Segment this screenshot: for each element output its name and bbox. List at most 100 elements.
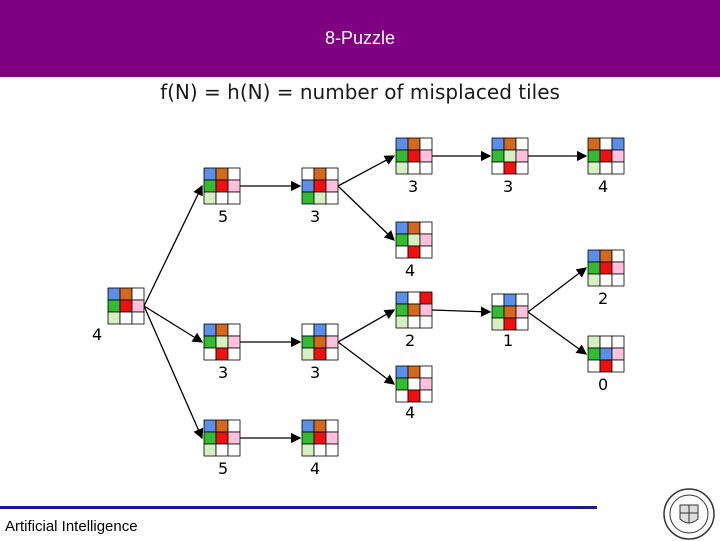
tile-orange bbox=[313, 167, 327, 181]
tile-empty bbox=[419, 389, 433, 403]
tile-empty bbox=[227, 443, 241, 457]
tile-red bbox=[503, 317, 517, 331]
tile-empty bbox=[599, 137, 613, 151]
puzzle-node-l3d: 4 bbox=[395, 365, 433, 422]
tile-blue bbox=[587, 249, 601, 263]
heuristic-value-l3a: 3 bbox=[408, 177, 418, 196]
tile-blue bbox=[491, 137, 505, 151]
tile-pink bbox=[325, 335, 339, 349]
puzzle-node-l4b: 1 bbox=[491, 293, 529, 350]
tile-pink bbox=[227, 179, 241, 193]
tile-empty bbox=[203, 347, 217, 361]
tile-empty bbox=[227, 191, 241, 205]
tile-empty bbox=[301, 167, 315, 181]
tile-lightgreen bbox=[203, 191, 217, 205]
tile-red bbox=[599, 149, 613, 163]
tile-orange bbox=[503, 305, 517, 319]
tile-empty bbox=[131, 311, 145, 325]
puzzle-node-l4a: 3 bbox=[491, 137, 529, 196]
tile-blue bbox=[395, 365, 409, 379]
tile-pink bbox=[419, 303, 433, 317]
tile-empty bbox=[419, 137, 433, 151]
tile-orange bbox=[215, 167, 229, 181]
tile-blue bbox=[395, 221, 409, 235]
edge-root-l1a bbox=[143, 184, 203, 307]
tile-green bbox=[203, 179, 217, 193]
tile-empty bbox=[325, 347, 339, 361]
heuristic-value-l4b: 1 bbox=[503, 331, 513, 350]
header-bar: 8-Puzzle bbox=[0, 0, 720, 77]
tile-orange bbox=[503, 137, 517, 151]
tile-green bbox=[203, 335, 217, 349]
tile-pink bbox=[611, 149, 625, 163]
tile-lightgreen bbox=[587, 161, 601, 175]
tile-lightgreen bbox=[395, 315, 409, 329]
tile-blue bbox=[313, 323, 327, 337]
tile-red bbox=[313, 179, 327, 193]
tile-empty bbox=[419, 161, 433, 175]
tile-green bbox=[587, 347, 601, 361]
slide-title: 8-Puzzle bbox=[324, 28, 396, 48]
puzzle-node-l3c: 2 bbox=[395, 291, 433, 350]
tile-green bbox=[301, 335, 315, 349]
tile-empty bbox=[395, 245, 409, 259]
tile-pink bbox=[325, 179, 339, 193]
puzzle-node-l2a: 3 bbox=[203, 323, 241, 382]
tile-orange bbox=[313, 335, 327, 349]
heuristic-value-l1c: 5 bbox=[218, 459, 228, 478]
heuristic-value-l2a: 3 bbox=[218, 363, 228, 382]
tile-red bbox=[599, 261, 613, 275]
tile-red bbox=[215, 179, 229, 193]
tile-lightgreen bbox=[587, 273, 601, 287]
tile-empty bbox=[599, 161, 613, 175]
edge-l4b-l5c bbox=[527, 311, 588, 355]
tile-empty bbox=[325, 191, 339, 205]
heuristic-value-l5b: 2 bbox=[598, 289, 608, 308]
tile-pink bbox=[611, 347, 625, 361]
tile-empty bbox=[407, 377, 421, 391]
tile-empty bbox=[325, 167, 339, 181]
tile-blue bbox=[301, 419, 315, 433]
tile-blue bbox=[395, 291, 409, 305]
tile-empty bbox=[215, 191, 229, 205]
puzzle-node-l3a: 3 bbox=[395, 137, 433, 196]
edge-l1b-l3b bbox=[337, 185, 395, 241]
heuristic-value-l4a: 3 bbox=[503, 177, 513, 196]
tile-empty bbox=[301, 323, 315, 337]
tile-empty bbox=[611, 359, 625, 373]
tile-pink bbox=[227, 431, 241, 445]
tile-blue bbox=[203, 167, 217, 181]
tile-green bbox=[301, 191, 315, 205]
tile-empty bbox=[515, 161, 529, 175]
tile-blue bbox=[301, 179, 315, 193]
tile-empty bbox=[215, 443, 229, 457]
tile-green bbox=[587, 149, 601, 163]
tile-orange bbox=[215, 419, 229, 433]
tile-pink bbox=[515, 149, 529, 163]
tile-empty bbox=[419, 221, 433, 235]
tile-lightgreen bbox=[215, 335, 229, 349]
tile-empty bbox=[515, 317, 529, 331]
footer-divider bbox=[0, 506, 597, 509]
tile-orange bbox=[407, 221, 421, 235]
tile-empty bbox=[407, 291, 421, 305]
tile-orange bbox=[407, 303, 421, 317]
tile-lightgreen bbox=[395, 161, 409, 175]
heuristic-value-l5a: 4 bbox=[598, 177, 608, 196]
puzzle-node-l2b: 3 bbox=[301, 323, 339, 382]
puzzle-node-l5c: 0 bbox=[587, 335, 625, 394]
heuristic-value-l3d: 4 bbox=[405, 403, 415, 422]
tile-lightgreen bbox=[503, 149, 517, 163]
edge-l3c-l4b bbox=[431, 306, 492, 317]
tile-empty bbox=[119, 311, 133, 325]
tile-empty bbox=[227, 167, 241, 181]
tile-green bbox=[491, 149, 505, 163]
heuristic-formula: f(N) = h(N) = number of misplaced tiles bbox=[160, 80, 560, 104]
tile-green bbox=[395, 233, 409, 247]
tile-empty bbox=[227, 419, 241, 433]
puzzle-node-root: 4 bbox=[92, 287, 145, 344]
tile-lightgreen bbox=[491, 317, 505, 331]
university-seal-icon bbox=[663, 488, 715, 540]
tile-blue bbox=[203, 419, 217, 433]
tile-green bbox=[587, 261, 601, 275]
